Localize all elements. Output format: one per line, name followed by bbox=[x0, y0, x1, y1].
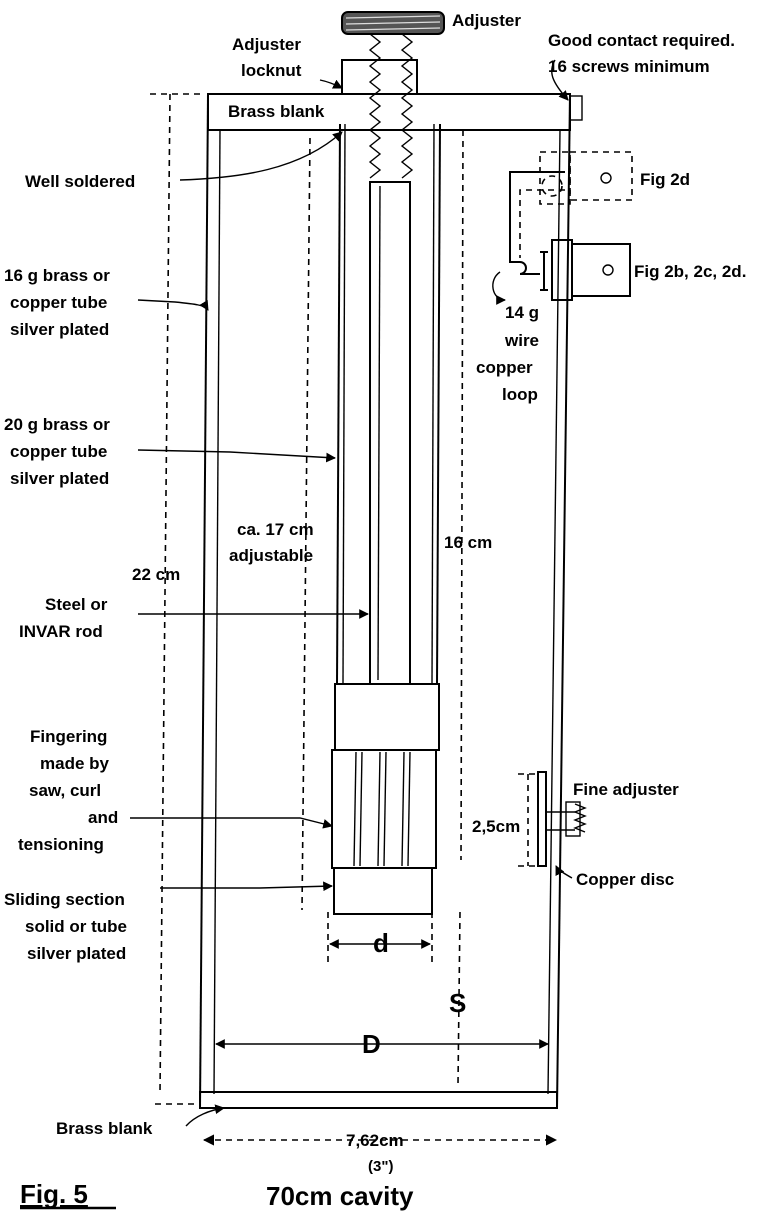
label-fine-adjuster: Fine adjuster bbox=[573, 780, 679, 799]
label-good-contact-1: Good contact required. bbox=[548, 31, 735, 50]
label-sliding-2: solid or tube bbox=[25, 917, 127, 936]
figure-caption: 70cm cavity bbox=[266, 1181, 414, 1211]
label-dim-d: d bbox=[373, 928, 389, 958]
outer-tube bbox=[199, 93, 571, 1109]
label-wire-loop-4: loop bbox=[502, 385, 538, 404]
invar-rod bbox=[369, 181, 411, 685]
label-length-16: 16 cm bbox=[444, 533, 492, 552]
adjuster-knob bbox=[341, 11, 445, 35]
label-adjuster-locknut-1: Adjuster bbox=[232, 35, 301, 54]
label-rod-1: Steel or bbox=[45, 595, 108, 614]
label-wire-loop-2: wire bbox=[504, 331, 539, 350]
copper-loop bbox=[509, 171, 565, 275]
label-adjustable-1: ca. 17 cm bbox=[237, 520, 314, 539]
label-outer-tube-2: copper tube bbox=[10, 293, 107, 312]
label-brass-blank-top: Brass blank bbox=[228, 102, 325, 121]
label-inner-tube-3: silver plated bbox=[10, 469, 109, 488]
fig-2b-connector bbox=[540, 239, 631, 301]
label-good-contact-2: 16 screws minimum bbox=[548, 57, 710, 76]
fig-2d-connector bbox=[539, 151, 633, 205]
label-dim-D: D bbox=[362, 1029, 381, 1059]
brass-blank-bottom bbox=[199, 1091, 558, 1109]
label-fig-2b: Fig 2b, 2c, 2d. bbox=[634, 262, 746, 281]
label-fingering-5: tensioning bbox=[18, 835, 104, 854]
fine-adjuster bbox=[537, 771, 587, 867]
label-gap-2-5: 2,5cm bbox=[472, 817, 520, 836]
label-wire-loop-3: copper bbox=[476, 358, 533, 377]
label-adjustable-2: adjustable bbox=[229, 546, 313, 565]
label-rod-2: INVAR rod bbox=[19, 622, 103, 641]
inner-tube bbox=[336, 123, 441, 685]
label-adjuster: Adjuster bbox=[452, 11, 521, 30]
label-well-soldered: Well soldered bbox=[25, 172, 135, 191]
label-adjuster-locknut-2: locknut bbox=[241, 61, 302, 80]
label-brass-blank-bottom: Brass blank bbox=[56, 1119, 153, 1138]
label-sliding-3: silver plated bbox=[27, 944, 126, 963]
contact-screw bbox=[569, 95, 583, 121]
adjuster-screw-thread bbox=[368, 33, 414, 179]
label-outer-tube-1: 16 g brass or bbox=[4, 266, 110, 285]
figure-number: Fig. 5 bbox=[20, 1179, 88, 1209]
label-fingering-1: Fingering bbox=[30, 727, 107, 746]
label-fingering-3: saw, curl bbox=[29, 781, 101, 800]
coupling-ring bbox=[334, 683, 440, 751]
fingering bbox=[331, 749, 437, 869]
label-width-3in: (3") bbox=[368, 1158, 393, 1175]
label-sliding-1: Sliding section bbox=[4, 890, 125, 909]
label-width-762: 7,62cm bbox=[346, 1131, 404, 1150]
label-inner-tube-2: copper tube bbox=[10, 442, 107, 461]
label-inner-tube-1: 20 g brass or bbox=[4, 415, 110, 434]
sliding-section bbox=[333, 867, 433, 915]
label-outer-tube-3: silver plated bbox=[10, 320, 109, 339]
label-fig-2d: Fig 2d bbox=[640, 170, 690, 189]
label-fingering-4: and bbox=[88, 808, 118, 827]
label-fingering-2: made by bbox=[40, 754, 110, 773]
label-length-22: 22 cm bbox=[132, 565, 180, 584]
label-copper-disc: Copper disc bbox=[576, 870, 674, 889]
label-dim-S: S bbox=[449, 988, 466, 1018]
label-wire-loop-1: 14 g bbox=[505, 303, 539, 322]
